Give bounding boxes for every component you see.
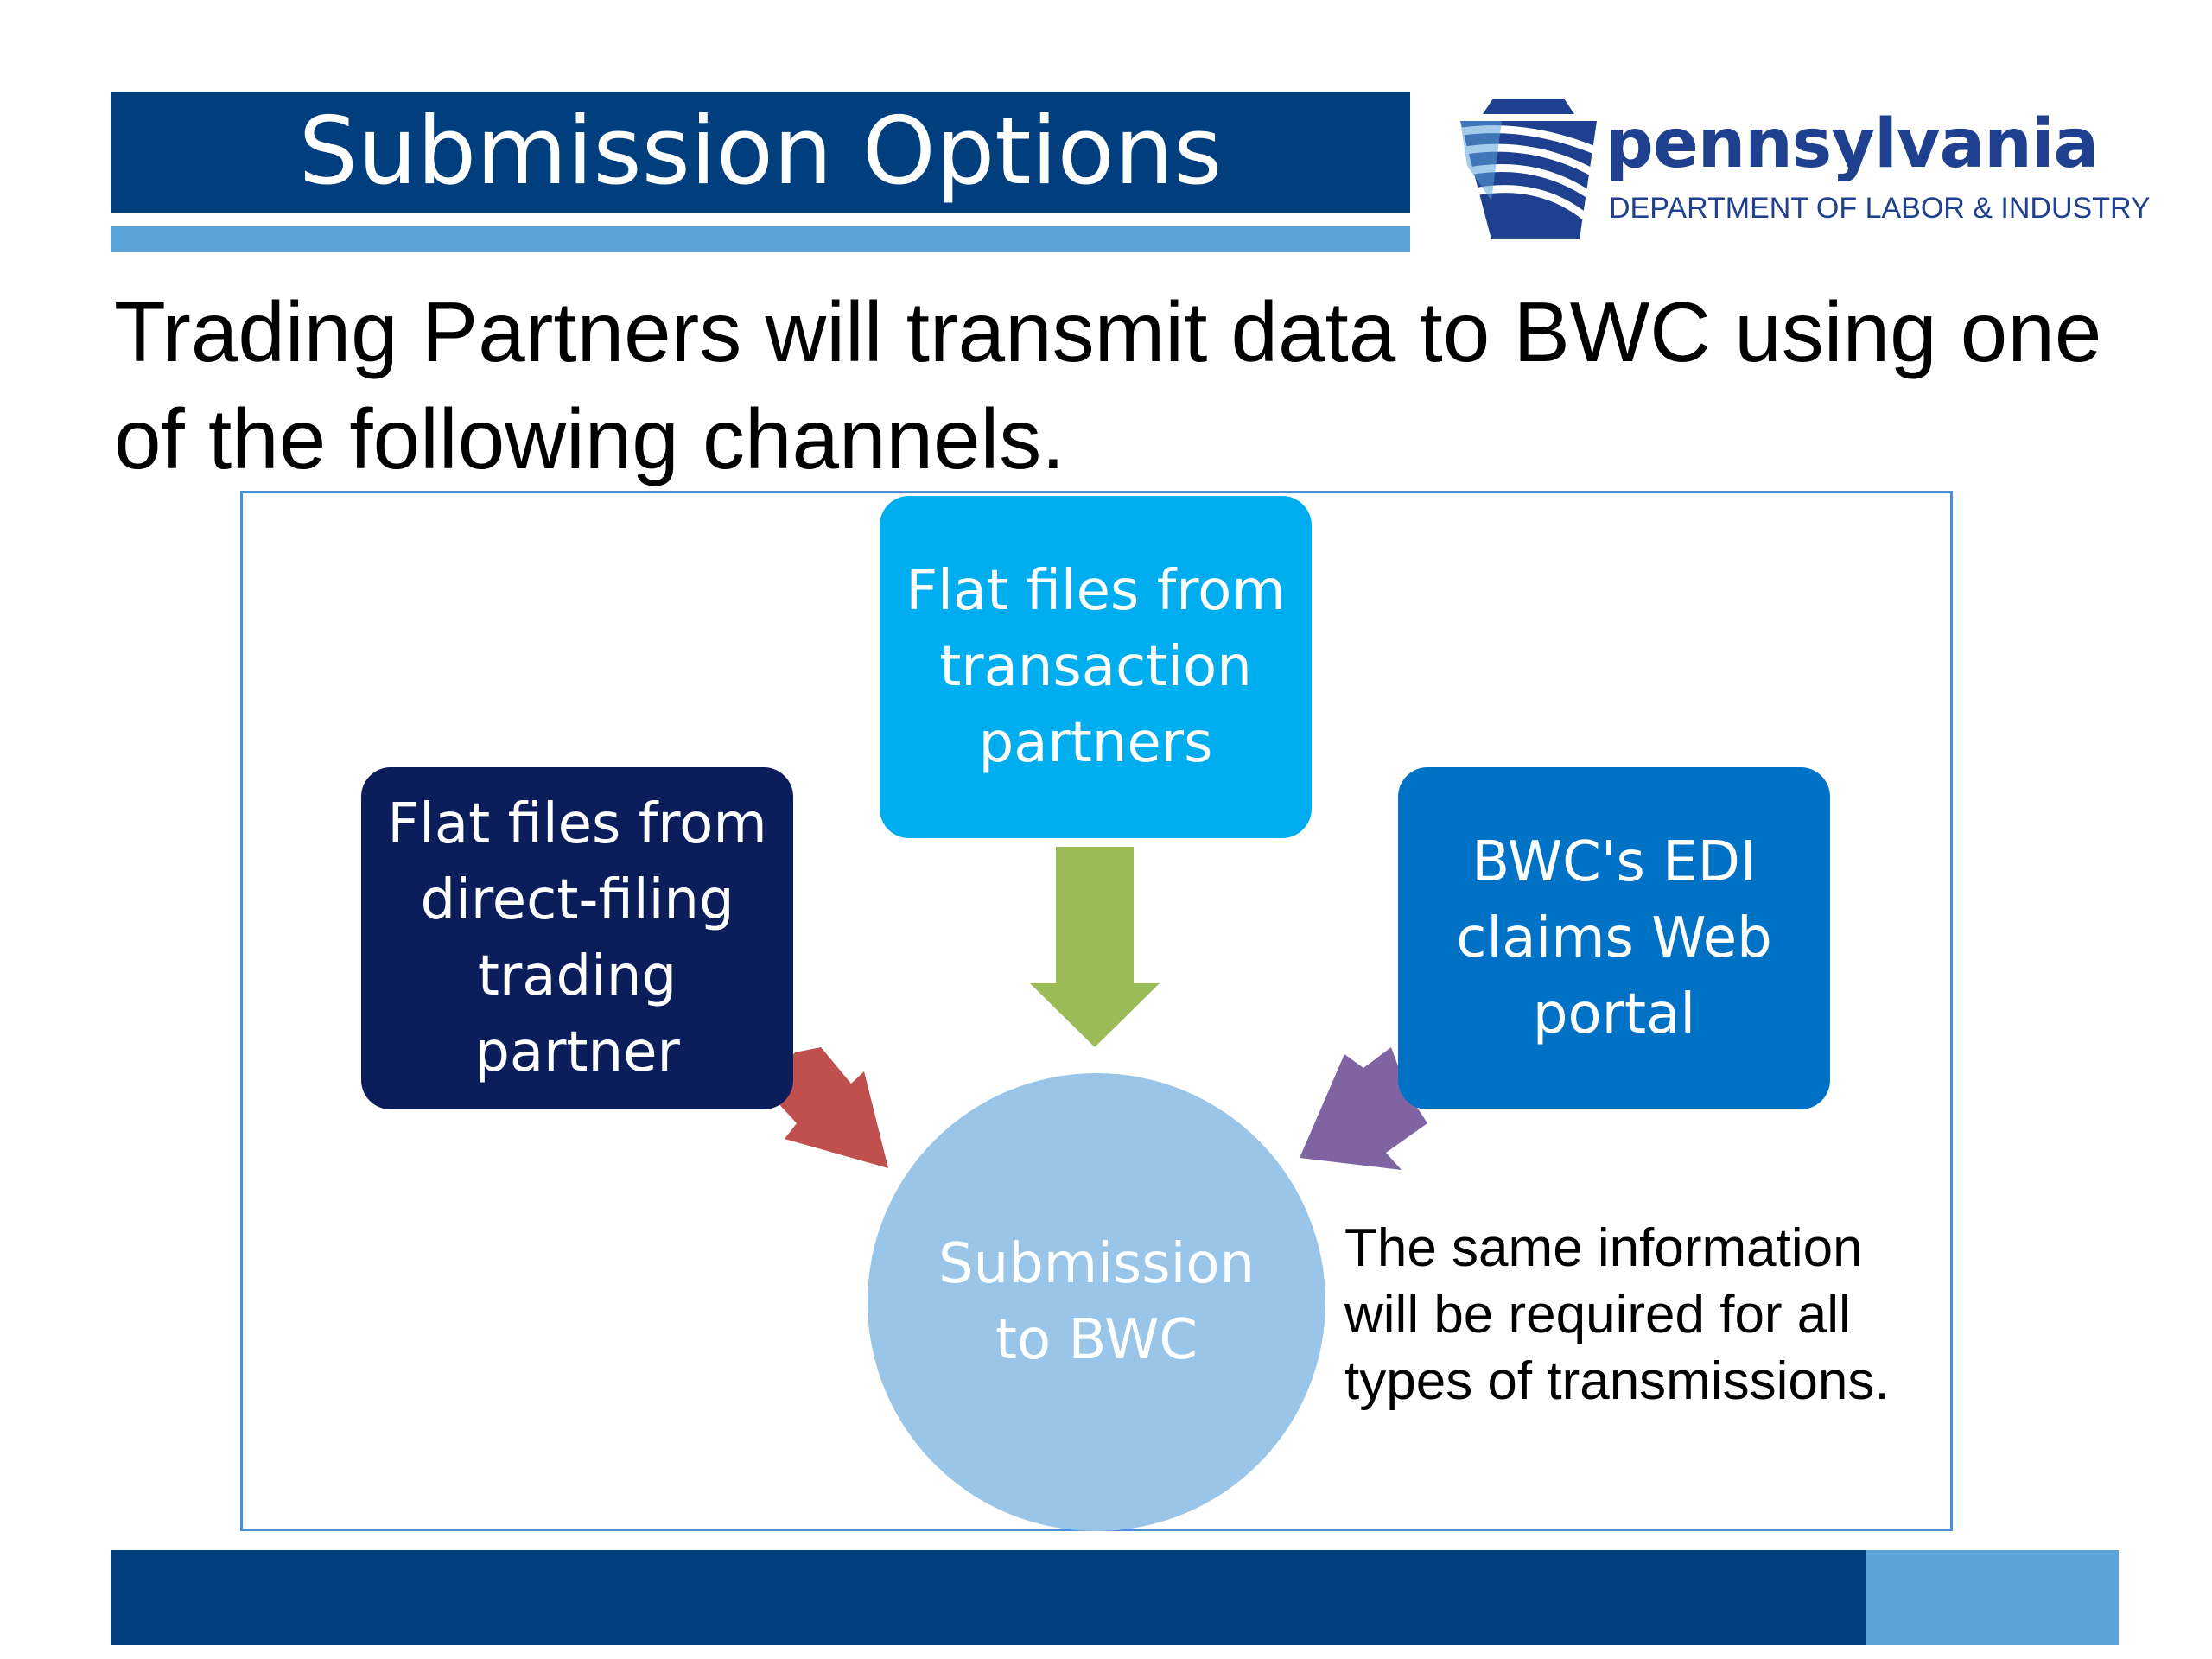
- arrow-top: [1030, 847, 1160, 1047]
- title-bar: [111, 92, 1410, 213]
- keystone-logo-icon: [1460, 99, 1597, 239]
- arrow-right: [1300, 1047, 1427, 1170]
- page-title: Submission Options: [298, 98, 1223, 206]
- channel-transaction-partners: Flat files from transaction partners: [880, 496, 1312, 838]
- channel-direct-filing: Flat files from direct-filing trading pa…: [361, 767, 793, 1109]
- logo-wordmark: pennsylvania: [1605, 105, 2099, 183]
- arrow-left: [765, 1047, 888, 1168]
- title-underline: [111, 226, 1410, 252]
- channel-edi-web-portal: BWC's EDI claims Web portal: [1398, 767, 1830, 1109]
- submission-center-label: Submission to BWC: [938, 1232, 1255, 1372]
- logo-department: DEPARTMENT OF LABOR & INDUSTRY: [1609, 192, 2151, 225]
- note-text: The same information will be required fo…: [1344, 1218, 1890, 1411]
- footer-bar: [111, 1550, 1866, 1645]
- footer-accent: [1866, 1550, 2119, 1645]
- submission-center: Submission to BWC: [868, 1073, 1325, 1531]
- intro-text: Trading Partners will transmit data to B…: [114, 284, 2102, 486]
